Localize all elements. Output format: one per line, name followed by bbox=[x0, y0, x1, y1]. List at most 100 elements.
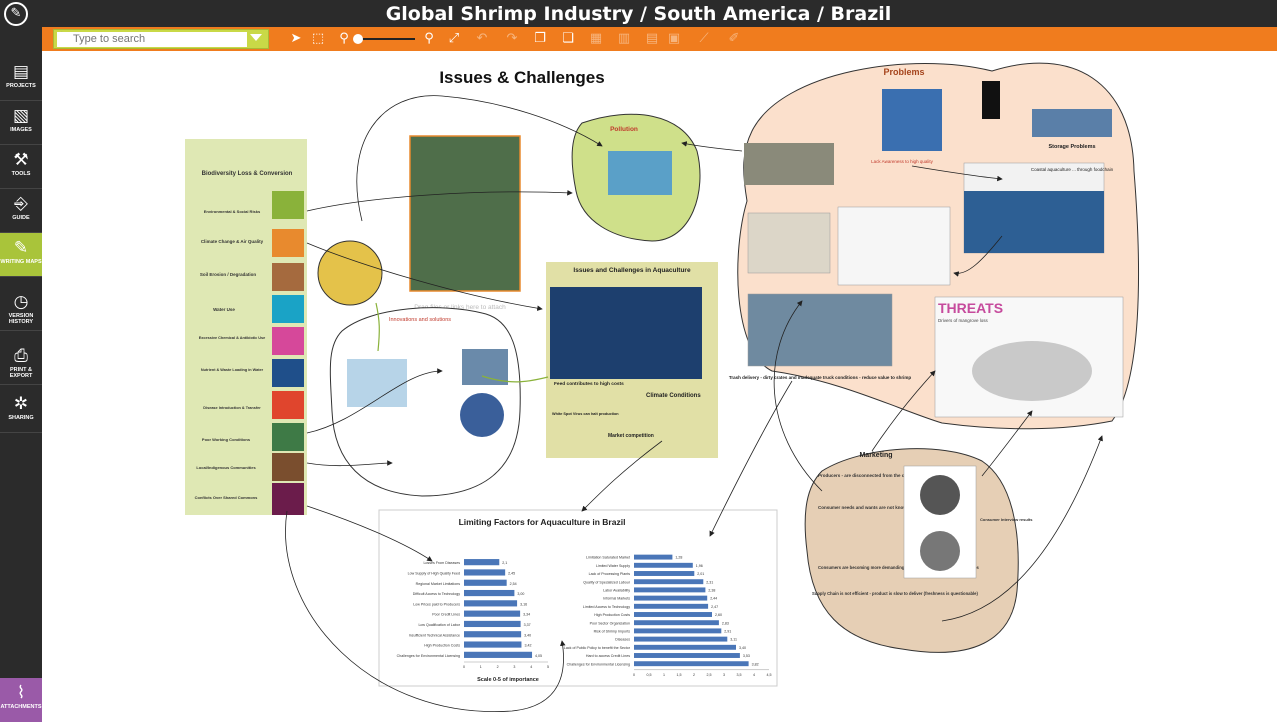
connector-line[interactable] bbox=[871, 370, 936, 452]
marketing-point[interactable]: Consumers are becoming more demanding wi… bbox=[818, 565, 979, 570]
innovations-title[interactable]: Innovations and solutions bbox=[389, 317, 451, 323]
connector-line[interactable] bbox=[773, 300, 823, 492]
redo-icon[interactable]: ↷ bbox=[506, 31, 518, 46]
limiting-chart-title[interactable]: Limiting Factors for Aquaculture in Braz… bbox=[459, 517, 626, 527]
link-icon[interactable]: ⟋ bbox=[699, 31, 709, 46]
aquaculture-label[interactable]: Market competition bbox=[608, 433, 654, 439]
distribute-icon[interactable]: ▥ bbox=[617, 31, 631, 46]
problems-people-image[interactable] bbox=[982, 81, 1000, 119]
connector-line[interactable] bbox=[481, 375, 549, 383]
zoom-slider-knob[interactable] bbox=[353, 34, 363, 44]
map-heading[interactable]: Issues & Challenges bbox=[439, 68, 604, 87]
issue-label[interactable]: Local/Indigenous Communities bbox=[196, 465, 256, 470]
aquaculture-bar-chart-image[interactable] bbox=[550, 287, 702, 379]
undo-icon[interactable]: ↶ bbox=[476, 31, 488, 46]
innovation-circle-photo[interactable] bbox=[460, 393, 504, 437]
map-svg[interactable]: Issues & Challenges Problems Storage Pro… bbox=[42, 51, 1277, 719]
drop-hint[interactable]: Drag files or links here to attach bbox=[414, 304, 506, 311]
issue-label[interactable]: Climate Change & Air Quality bbox=[201, 239, 264, 244]
sidebar-item-version-history[interactable]: ◷VERSION HISTORY bbox=[0, 287, 42, 331]
marketing-point[interactable]: Consumer Interview results bbox=[980, 517, 1033, 522]
map-canvas[interactable]: Issues & Challenges Problems Storage Pro… bbox=[42, 51, 1277, 719]
issue-label[interactable]: Excessive Chemical & Antibiotic Use bbox=[199, 336, 266, 340]
aquaculture-label[interactable]: Feed contributes to high costs bbox=[554, 381, 624, 387]
pond-cross-section-image[interactable] bbox=[747, 293, 893, 367]
erosion-icon[interactable] bbox=[272, 263, 304, 291]
ungroup-icon[interactable]: ▣ bbox=[667, 31, 681, 46]
issue-label[interactable]: Environmental & Social Risks bbox=[204, 209, 261, 214]
search-box[interactable]: ⚲ bbox=[53, 29, 269, 49]
connector-line[interactable] bbox=[306, 189, 573, 212]
marketing-point[interactable]: Consumer needs and wants are not known b… bbox=[818, 505, 940, 510]
marketing-title[interactable]: Marketing bbox=[859, 452, 892, 459]
issue-label[interactable]: Soil Erosion / Degradation bbox=[200, 272, 257, 277]
worker-icon[interactable] bbox=[272, 423, 304, 451]
connector-line[interactable] bbox=[941, 435, 1103, 622]
coastal-aquaculture-label[interactable]: Coastal aquaculture ... through foodchai… bbox=[1031, 167, 1114, 172]
sidebar-item-tools[interactable]: ⚒TOOLS bbox=[0, 145, 42, 189]
aquaculture-label[interactable]: Climate Conditions bbox=[646, 393, 701, 399]
threats-title[interactable]: THREATS bbox=[938, 300, 1003, 316]
sidebar-item-sharing[interactable]: ✲SHARING bbox=[0, 389, 42, 433]
issue-label[interactable]: Disease Introduction & Transfer bbox=[203, 406, 261, 410]
pie-chart-2[interactable] bbox=[920, 531, 960, 571]
sidebar-item-projects[interactable]: ▤PROJECTS bbox=[0, 57, 42, 101]
sidebar-item-print-export[interactable]: ⎙PRINT & EXPORT bbox=[0, 341, 42, 385]
copy-icon[interactable]: ❐ bbox=[534, 31, 546, 46]
sidebar-item-writing-maps[interactable]: ✎WRITING MAPS bbox=[0, 233, 42, 277]
sidebar-item-guide[interactable]: ⎆GUIDE bbox=[0, 189, 42, 233]
connector-line[interactable] bbox=[306, 505, 433, 562]
issue-label[interactable]: Conflicts Over Shared Commons bbox=[195, 495, 258, 500]
search-dropdown-icon[interactable] bbox=[250, 34, 262, 41]
threats-subtitle[interactable]: Drivers of mangrove loss bbox=[938, 318, 989, 323]
connector-line[interactable] bbox=[306, 460, 393, 467]
pollution-title[interactable]: Pollution bbox=[610, 126, 638, 133]
problems-report-image[interactable] bbox=[882, 89, 942, 151]
align-icon[interactable]: ▦ bbox=[589, 31, 603, 46]
connector-line[interactable] bbox=[953, 235, 1003, 277]
connector-line[interactable] bbox=[306, 368, 443, 434]
sidebar-item-images[interactable]: ▧IMAGES bbox=[0, 101, 42, 145]
pollution-diagram[interactable] bbox=[608, 151, 672, 195]
water-drop-icon[interactable] bbox=[272, 295, 304, 323]
aerial-shrimp-farm-photo[interactable] bbox=[409, 135, 521, 292]
fit-to-screen-icon[interactable]: ⤢ bbox=[448, 31, 460, 46]
problems-table-image[interactable] bbox=[747, 212, 831, 274]
storage-label[interactable]: Storage Problems bbox=[1048, 144, 1095, 150]
threats-globe[interactable] bbox=[972, 341, 1092, 401]
innovation-diagram[interactable] bbox=[347, 359, 407, 407]
sidebar-item-attachments[interactable]: ⌇ATTACHMENTS bbox=[0, 678, 42, 722]
select-tool-icon[interactable]: ➤ bbox=[290, 31, 302, 46]
search-input[interactable] bbox=[57, 32, 247, 47]
problems-title[interactable]: Problems bbox=[883, 67, 924, 77]
connector-line[interactable] bbox=[709, 380, 793, 537]
storage-image[interactable] bbox=[1032, 109, 1112, 137]
issue-label[interactable]: Nutrient & Waste Loading in Water bbox=[201, 368, 264, 372]
issues-panel-title[interactable]: Biodiversity Loss & Conversion bbox=[202, 171, 293, 177]
zoom-slider[interactable] bbox=[353, 34, 415, 44]
house-icon[interactable] bbox=[272, 453, 304, 481]
edit-icon[interactable]: ✐ bbox=[728, 31, 740, 46]
connector-line[interactable] bbox=[356, 95, 603, 222]
trash-delivery-label[interactable]: Trash delivery - dirty crates and inadeq… bbox=[729, 375, 912, 380]
butterfly-icon[interactable] bbox=[272, 191, 304, 219]
zoom-out-icon[interactable]: ⚲ bbox=[339, 31, 349, 46]
skull-icon[interactable] bbox=[272, 327, 304, 355]
connector-line[interactable] bbox=[306, 242, 543, 311]
issue-label[interactable]: Poor Working Conditions bbox=[202, 437, 251, 442]
aquaculture-title[interactable]: Issues and Challenges in Aquaculture bbox=[573, 267, 691, 274]
connector-line[interactable] bbox=[285, 510, 566, 713]
innovation-photo[interactable] bbox=[462, 349, 508, 385]
paste-icon[interactable]: ❏ bbox=[562, 31, 574, 46]
marketing-point[interactable]: Supply Chain is not efficient - product … bbox=[812, 591, 979, 596]
gear-network-icon[interactable] bbox=[272, 483, 304, 515]
connector-line[interactable] bbox=[581, 440, 663, 512]
connector-line[interactable] bbox=[375, 302, 380, 352]
group-icon[interactable]: ▤ bbox=[645, 31, 659, 46]
lack-awareness-label[interactable]: Lack Awareness to high quality bbox=[871, 159, 933, 164]
lasso-select-icon[interactable]: ⬚ bbox=[311, 31, 325, 46]
contamination-diagram[interactable] bbox=[837, 206, 951, 286]
issue-label[interactable]: Water Use bbox=[213, 307, 235, 312]
limiting-factors-chart[interactable] bbox=[378, 509, 778, 687]
app-logo-icon[interactable]: ✎ bbox=[4, 2, 28, 26]
